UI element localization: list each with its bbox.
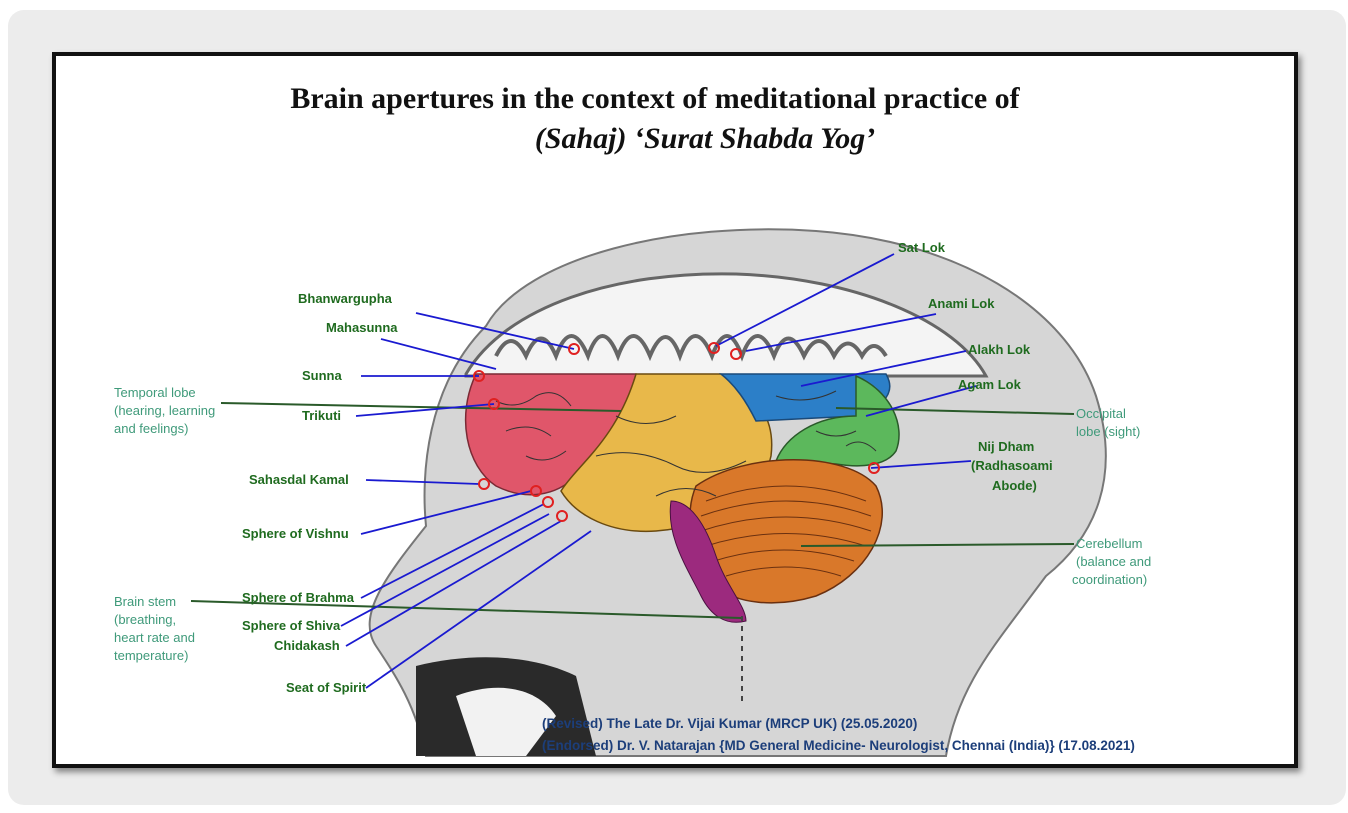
credit-revised: (Revised) The Late Dr. Vijai Kumar (MRCP… <box>542 716 917 731</box>
label-occipital-1: Occipital <box>1076 406 1126 421</box>
brain-diagram: Sat Lok Anami Lok Alakh Lok Agam Lok Nij… <box>56 56 1294 764</box>
label-temporal-1: Temporal lobe <box>114 385 196 400</box>
label-chidakash: Chidakash <box>274 638 340 653</box>
label-sunna: Sunna <box>302 368 342 383</box>
label-temporal-3: and feelings) <box>114 421 188 436</box>
label-nij-dham-3: Abode) <box>992 478 1037 493</box>
label-sphere-vishnu: Sphere of Vishnu <box>242 526 349 541</box>
label-seat-spirit: Seat of Spirit <box>286 680 367 695</box>
label-sphere-shiva: Sphere of Shiva <box>242 618 341 633</box>
label-cerebellum-2: (balance and <box>1076 554 1151 569</box>
label-brainstem-3: heart rate and <box>114 630 195 645</box>
label-brainstem-2: (breathing, <box>114 612 176 627</box>
label-cerebellum-3: coordination) <box>1072 572 1147 587</box>
label-agam-lok: Agam Lok <box>958 377 1022 392</box>
label-nij-dham-1: Nij Dham <box>978 439 1034 454</box>
label-brainstem-4: temperature) <box>114 648 188 663</box>
label-trikuti: Trikuti <box>302 408 341 423</box>
label-sat-lok: Sat Lok <box>898 240 946 255</box>
label-cerebellum-1: Cerebellum <box>1076 536 1142 551</box>
label-anami-lok: Anami Lok <box>928 296 995 311</box>
label-brainstem-1: Brain stem <box>114 594 176 609</box>
credit-endorsed: (Endorsed) Dr. V. Natarajan {MD General … <box>542 738 1135 753</box>
label-mahasunna: Mahasunna <box>326 320 398 335</box>
label-sphere-brahma: Sphere of Brahma <box>242 590 355 605</box>
label-sahasdal-kamal: Sahasdal Kamal <box>249 472 349 487</box>
label-nij-dham-2: (Radhasoami <box>971 458 1053 473</box>
label-occipital-2: lobe (sight) <box>1076 424 1140 439</box>
label-temporal-2: (hearing, learning <box>114 403 215 418</box>
label-alakh-lok: Alakh Lok <box>968 342 1031 357</box>
diagram-frame: Brain apertures in the context of medita… <box>52 52 1298 768</box>
label-bhanwargupha: Bhanwargupha <box>298 291 393 306</box>
